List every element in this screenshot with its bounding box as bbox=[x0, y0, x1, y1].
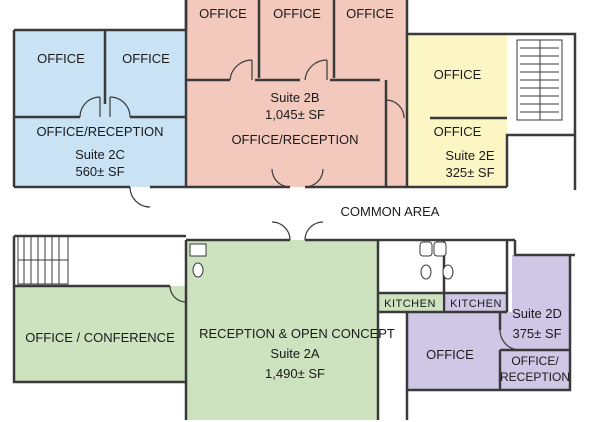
suite-2b-area[interactable] bbox=[186, 0, 407, 187]
suite-2e-area: 325± SF bbox=[445, 165, 495, 180]
suite-2d-reception-line2: RECEPTION bbox=[500, 370, 571, 384]
suite-2b-area: 1,045± SF bbox=[265, 107, 325, 122]
suite-2a-name: Suite 2A bbox=[270, 346, 320, 361]
suite-2d-area[interactable] bbox=[407, 255, 570, 390]
suite-2a-area[interactable] bbox=[14, 240, 378, 420]
suite-2e-office-1: OFFICE bbox=[433, 67, 482, 82]
suite-2c-reception: OFFICE/RECEPTION bbox=[36, 124, 164, 139]
stairs-left bbox=[17, 235, 69, 285]
suite-2d-area: 375± SF bbox=[512, 326, 562, 341]
suite-2c-office-1: OFFICE bbox=[37, 51, 85, 66]
suite-2d-reception-line1: OFFICE/ bbox=[511, 354, 559, 368]
suite-2b-name: Suite 2B bbox=[270, 90, 320, 105]
suite-2b-office-3: OFFICE bbox=[346, 6, 394, 21]
common-area-label: COMMON AREA bbox=[340, 204, 440, 219]
suite-2b-office-2: OFFICE bbox=[273, 6, 321, 21]
suite-2d-name: Suite 2D bbox=[512, 306, 562, 321]
suite-2e-area[interactable] bbox=[407, 34, 507, 187]
suite-2a-room-2: RECEPTION & OPEN CONCEPT bbox=[199, 326, 395, 341]
kitchen-1-area bbox=[378, 293, 442, 312]
kitchen-2-label: KITCHEN bbox=[450, 298, 502, 310]
suite-2d-office: OFFICE bbox=[426, 347, 474, 362]
suite-2e-office-2: OFFICE bbox=[433, 124, 482, 139]
suite-2e-name: Suite 2E bbox=[445, 148, 495, 163]
suite-2a-room-1: OFFICE / CONFERENCE bbox=[25, 330, 175, 345]
suite-2c-area: 560± SF bbox=[75, 164, 125, 179]
kitchen-1-label: KITCHEN bbox=[384, 298, 436, 310]
suite-2b-office-1: OFFICE bbox=[199, 6, 247, 21]
stairs-right bbox=[516, 39, 563, 121]
suite-2a-area: 1,490± SF bbox=[265, 366, 325, 381]
kitchen-2-area bbox=[444, 293, 507, 312]
suite-2c-office-2: OFFICE bbox=[122, 51, 170, 66]
door-swings bbox=[79, 59, 521, 351]
suite-2b-reception: OFFICE/RECEPTION bbox=[231, 132, 359, 147]
walls bbox=[12, 0, 577, 420]
suite-2c-name: Suite 2C bbox=[75, 147, 125, 162]
restroom-fixtures bbox=[189, 241, 454, 280]
